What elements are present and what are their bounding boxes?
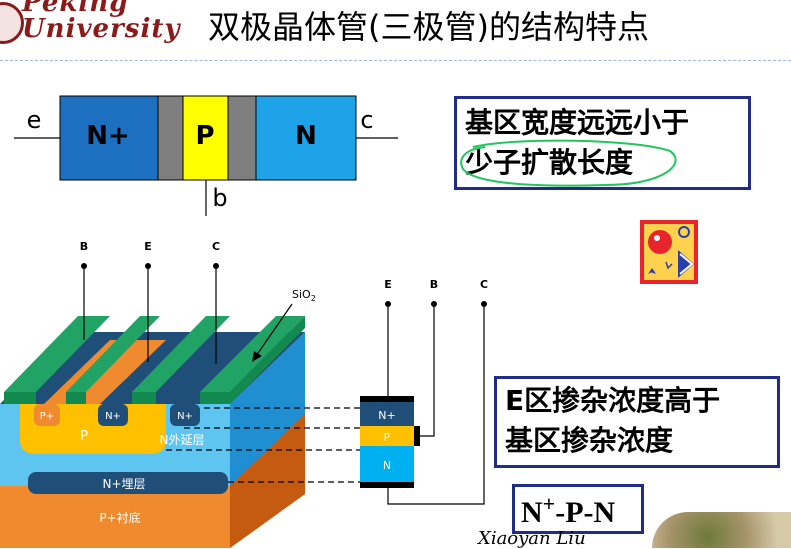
emitter-region-label: N+ (86, 121, 130, 151)
n-epi-label: N外延层 (160, 433, 205, 447)
collector-contact-dot (213, 263, 219, 269)
party-balloon-icon (640, 220, 698, 284)
stack-contact-e: E (384, 278, 392, 291)
callout-base-width: 基区宽度远远小于 少子扩散长度 (454, 96, 751, 190)
stack-contact-c: C (480, 278, 488, 291)
highlight-scribble (460, 139, 677, 187)
university-logo: Peking University (0, 0, 185, 50)
oxide-label: SiO2 (292, 288, 316, 303)
callout-emitter-doping-line1: E区掺杂浓度高于 (505, 384, 721, 417)
university-seal-icon (0, 2, 24, 44)
substrate-label: P+衬底 (99, 510, 140, 525)
stack-collector-wire (387, 304, 485, 505)
base-terminal-label: b (212, 184, 227, 212)
oxide-arrow-head (252, 351, 262, 362)
npn-formula-rest: -P-N (555, 496, 616, 529)
p-base-label: P (80, 429, 88, 444)
base-contact-dot (81, 263, 87, 269)
n-plus-collector (170, 404, 200, 426)
campus-photo (652, 512, 791, 548)
stack-base-contact (414, 426, 420, 446)
callout-base-width-line2: 少子扩散长度 (465, 146, 634, 179)
stack-label-base: P (384, 431, 391, 444)
depletion-region-left (157, 95, 184, 181)
contact-label-b: B (80, 240, 88, 253)
stack-collector-dot (481, 301, 487, 307)
emitter-terminal-label: e (27, 106, 42, 134)
author-signature: Xiaoyan Liu (478, 528, 586, 549)
substrate-right-face (230, 412, 305, 548)
n-plus-collector-label: N+ (177, 411, 193, 422)
title-divider (0, 60, 791, 61)
depletion-region-right (227, 95, 257, 181)
collector-region (255, 95, 357, 181)
collector-terminal-label: c (360, 106, 373, 134)
stack-label-collector: N (383, 459, 391, 472)
p-plus-region (34, 404, 60, 426)
buried-layer (28, 472, 228, 494)
emitter-contact-dot (145, 263, 151, 269)
logo-line-2: University (22, 14, 181, 44)
slide-title: 双极晶体管(三极管)的结构特点 (208, 8, 649, 46)
callout-base-width-line1: 基区宽度远远小于 (465, 106, 690, 139)
oxide-strip-1-front (4, 392, 36, 404)
stack-bottom-cap (360, 482, 414, 488)
stack-base-dot (431, 301, 437, 307)
base-region (182, 95, 229, 181)
npn-bar-diagram: N+ P N e c b (14, 95, 398, 216)
oxide-strip-3 (132, 316, 230, 392)
emitter-region (59, 95, 159, 181)
callout-npn-formula: N+-P-N (512, 484, 644, 534)
npn-formula-n: N (521, 496, 543, 529)
n-epi-right-face (230, 332, 305, 486)
p-plus-label: P+ (40, 411, 54, 422)
stack-layer-collector (360, 446, 414, 482)
collector-region-label: N (295, 121, 317, 151)
stack-label-emitter: N+ (378, 409, 395, 422)
oxide-strip-4-front (200, 392, 230, 404)
buried-layer-label: N+埋层 (102, 477, 145, 491)
stack-layer-base (360, 426, 414, 446)
logo-line-1: Peking (22, 0, 129, 18)
oxide-strip-4-side (230, 316, 305, 404)
stack-emitter-dot (385, 301, 391, 307)
stack-top-cap (360, 396, 414, 402)
oxide-arrow (255, 303, 293, 357)
oxide-strip-2 (66, 316, 160, 392)
callout-emitter-doping-line2: 基区掺杂浓度 (505, 424, 674, 457)
base-region-label: P (195, 121, 214, 151)
stack-base-wire (420, 304, 435, 437)
stack-layer-emitter (360, 402, 414, 426)
substrate-front (0, 484, 230, 548)
n-plus-emitter (98, 404, 128, 426)
contact-label-e: E (144, 240, 152, 253)
contact-label-c: C (212, 240, 220, 253)
oxide-strip-3-front (132, 392, 156, 404)
npn-formula-sup: + (542, 491, 556, 516)
n-plus-emitter-label: N+ (105, 411, 121, 422)
callout-emitter-doping: E区掺杂浓度高于 基区掺杂浓度 (494, 376, 780, 468)
oxide-strip-4 (200, 316, 305, 392)
transistor-cross-section: N+埋层 P+衬底 P N外延层 P+ N+ N+ B E C SiO2 N+ … (0, 240, 488, 548)
callout-base-width-line2-wrap: 少子扩散长度 (460, 139, 748, 187)
oxide-strip-2-front (66, 392, 86, 404)
stack-contact-b: B (430, 278, 438, 291)
